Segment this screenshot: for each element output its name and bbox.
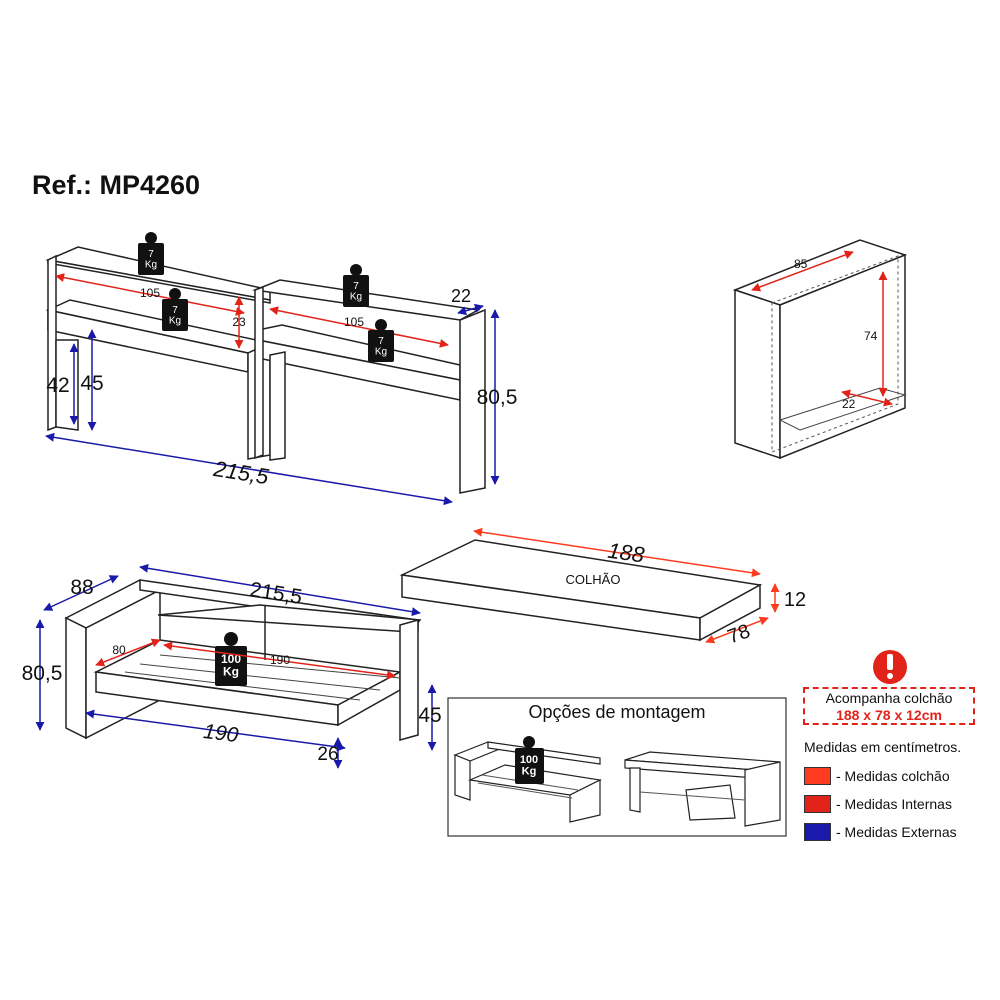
assembly-options-box: [447, 697, 787, 837]
mattress-dimensions: [473, 527, 780, 644]
side-width-arrow: [751, 250, 854, 292]
notice-line2: 188 x 78 x 12cm: [836, 707, 942, 723]
mattress-length-arrow: [473, 527, 761, 578]
shelf-width-2-arrow: [269, 306, 449, 348]
legend-swatch: [804, 767, 831, 785]
reference-title: Ref.: MP4260: [32, 170, 201, 200]
warning-icon: [873, 650, 907, 684]
mattress-included-notice: Acompanha colchão 188 x 78 x 12cm: [803, 687, 975, 725]
side-width-label: 85: [794, 257, 808, 271]
headboard-dimensions: [45, 273, 500, 506]
legend-item-internal: - Medidas Internas: [804, 790, 957, 818]
bed-gap-label: 26: [317, 744, 338, 765]
total-height-label: 80,5: [477, 386, 518, 409]
legend-item-external: - Medidas Externas: [804, 818, 957, 846]
legend-label: - Medidas colchão: [836, 768, 950, 784]
legend-label: - Medidas Internas: [836, 796, 952, 812]
total-width-label: 215,5: [211, 456, 271, 490]
bed-inner-length-arrow: [163, 641, 396, 680]
svg-text:7Kg: 7Kg: [350, 281, 362, 303]
depth-arrow: [457, 303, 484, 316]
svg-text:7Kg: 7Kg: [169, 305, 181, 327]
legend-swatch: [804, 795, 831, 813]
side-unit-labels: 85 74 22: [794, 257, 878, 411]
shelf-width-arrow: [55, 273, 245, 316]
shelf-width-2-label: 105: [344, 315, 364, 329]
shelf-width-label: 105: [140, 286, 160, 300]
total-width-arrow: [45, 432, 453, 506]
svg-text:7Kg: 7Kg: [145, 249, 157, 271]
notice-line1: Acompanha colchão: [825, 690, 953, 706]
assembly-options-title: Opções de montagem: [528, 702, 706, 722]
bed-length-arrow: [85, 709, 346, 752]
bed-inner-length-label: 190: [270, 653, 290, 667]
side-unit-drawing: [732, 239, 908, 460]
svg-text:7Kg: 7Kg: [375, 336, 387, 358]
leg-height-a-label: 42: [46, 374, 69, 397]
bed-length-label: 190: [202, 720, 240, 747]
mattress-length-label: 188: [606, 538, 647, 568]
mattress-drawing: [399, 539, 763, 642]
depth-label: 22: [451, 286, 471, 306]
headboard-labels: 105 105 23 22 42 45 80,5 215,5: [46, 286, 517, 489]
bed-width-arrow: [139, 563, 421, 617]
bed-height-label: 80,5: [22, 662, 63, 685]
bed-depth-arrow: [43, 575, 119, 611]
bed-inner-width-arrow: [95, 638, 161, 667]
bed-depth-label: 88: [70, 576, 93, 599]
legend-label: - Medidas Externas: [836, 824, 957, 840]
legend-item-mattress: - Medidas colchão: [804, 762, 957, 790]
side-depth-label: 22: [842, 397, 856, 411]
headboard-drawing: [45, 246, 486, 494]
side-unit-dimensions: [751, 250, 893, 407]
leg-height-b-label: 45: [80, 372, 103, 395]
side-depth-arrow: [841, 389, 893, 407]
legend-swatch: [804, 823, 831, 841]
bed-dimensions: [35, 563, 437, 769]
assembly-option-2: [624, 751, 781, 827]
legend: - Medidas colchão - Medidas Internas - M…: [804, 762, 957, 846]
mattress-thickness-label: 12: [784, 589, 806, 611]
shelf-height-label: 23: [232, 315, 246, 329]
units-note: Medidas em centímetros.: [804, 739, 962, 755]
bed-leg-height-label: 45: [418, 704, 441, 727]
mattress-width-arrow: [705, 616, 769, 644]
bed-inner-width-label: 80: [112, 643, 126, 657]
side-height-label: 74: [864, 329, 878, 343]
mattress-label: COLHÃO: [566, 572, 621, 587]
